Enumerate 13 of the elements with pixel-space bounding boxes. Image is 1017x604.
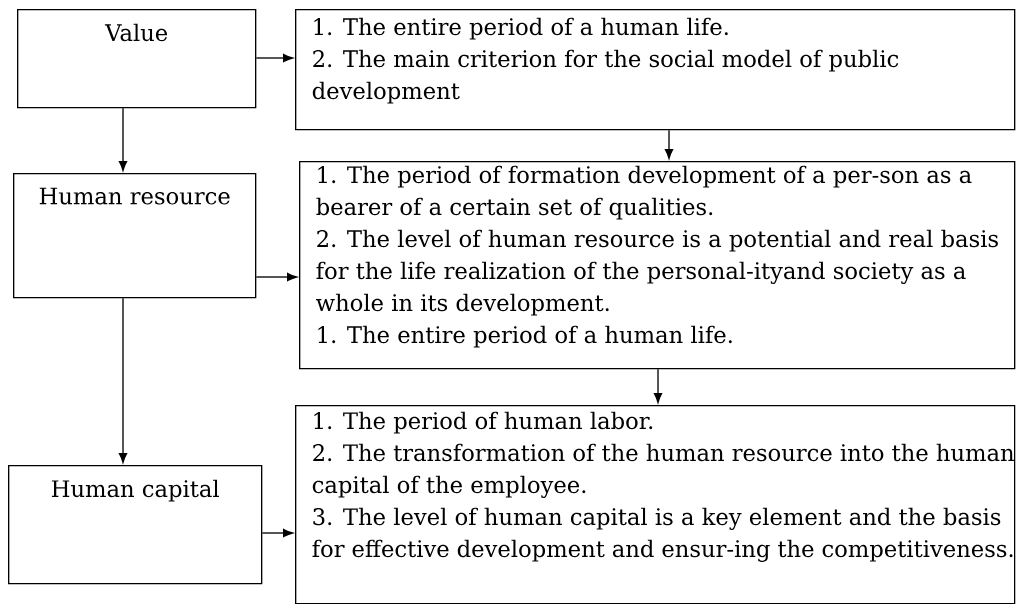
arrow: [255, 272, 297, 282]
concept-box: Human capital: [8, 465, 263, 585]
concept-box: Value: [17, 9, 257, 109]
arrow: [664, 129, 674, 159]
arrow: [255, 53, 293, 63]
concept-box: Human resource: [13, 173, 257, 299]
description-box: 1. The period of human labor. 2. The transformation of the human resource into the human capital of the employee. 3. The level of human capital is a key element and the basis for effective development and ensur-ing the competitiveness.: [295, 405, 1016, 604]
description-box: 1. The period of formation development of a per-son as a bearer of a certain set of qualities. 2. The level of human resource is a potential and real basis for the life realization of the personal-ityand society as a whole in its development. 1. The entire period of a human life.: [299, 161, 1016, 370]
description-box: 1. The entire period of a human life. 2. The main criterion for the social model of public development: [295, 9, 1016, 131]
arrow: [118, 107, 128, 171]
arrow: [653, 368, 663, 403]
arrow: [118, 297, 128, 463]
arrow: [261, 528, 293, 538]
